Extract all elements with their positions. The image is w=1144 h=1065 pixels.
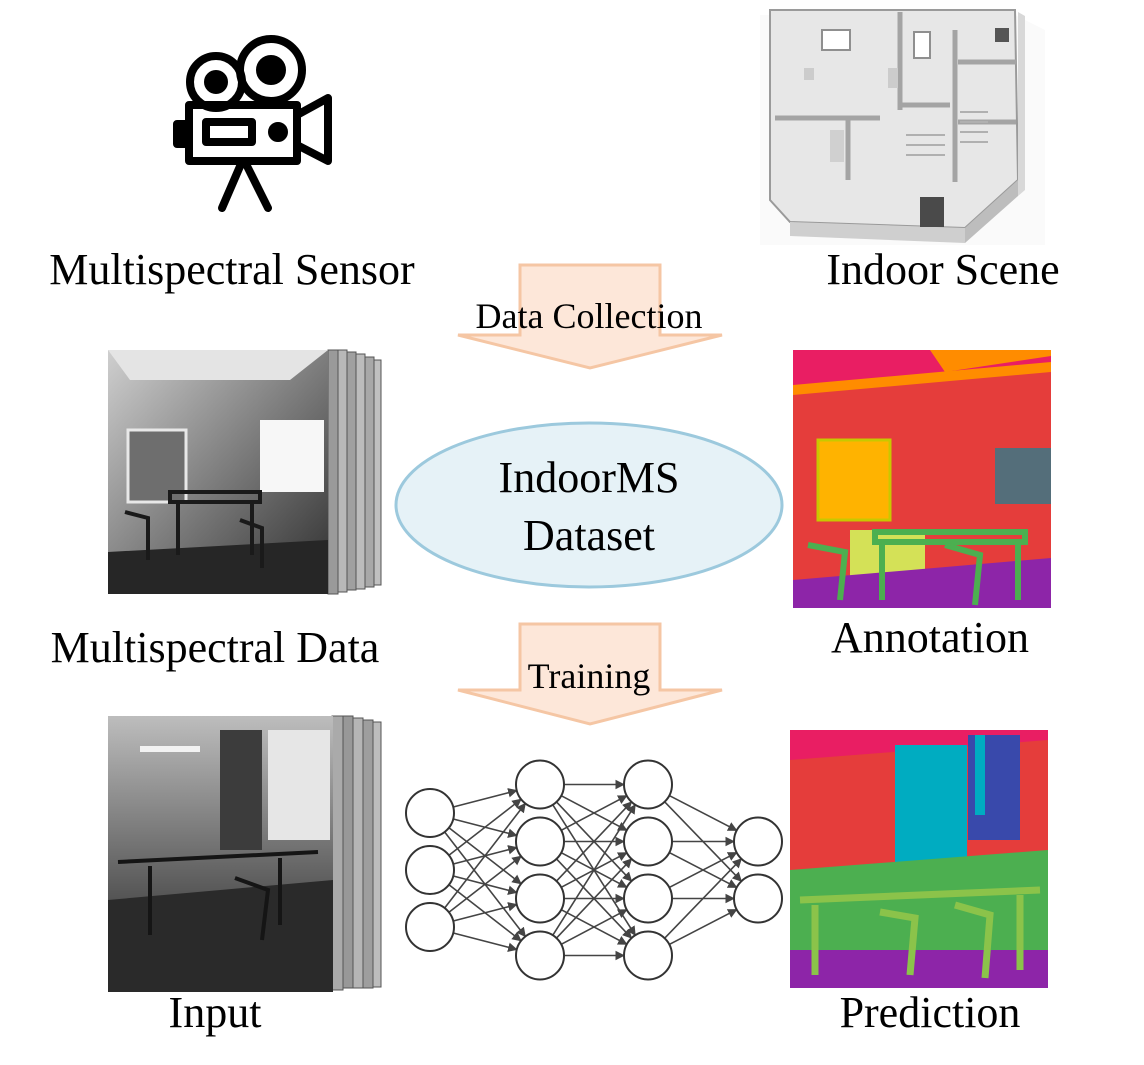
network-edge	[664, 858, 743, 939]
network-edges	[444, 779, 743, 961]
indoorms-dataset-ellipse: IndoorMS Dataset	[394, 421, 784, 589]
network-edge	[555, 801, 633, 882]
data-collection-arrow-shape	[457, 263, 723, 370]
network-edge	[552, 803, 636, 936]
data-collection-arrow: Data Collection	[457, 263, 723, 370]
neural-network	[405, 759, 783, 981]
network-node	[515, 873, 565, 924]
network-edge	[555, 858, 633, 939]
network-edge	[668, 794, 738, 832]
network-node	[733, 816, 783, 867]
training-label: Training	[528, 656, 651, 696]
video-camera-icon	[173, 35, 332, 212]
network-edge	[560, 794, 628, 832]
network-edge	[448, 798, 522, 856]
multispectral-data-image	[108, 349, 382, 595]
network-edge	[453, 902, 518, 922]
network-node	[623, 930, 673, 981]
annotation-label: Annotation	[831, 613, 1029, 662]
network-edge	[448, 855, 522, 913]
network-edge	[444, 802, 526, 909]
training-arrow-shape	[457, 622, 723, 726]
network-edge	[560, 908, 628, 946]
network-node	[515, 816, 565, 867]
annotation-image	[793, 350, 1051, 608]
data-collection-label: Data Collection	[476, 296, 703, 336]
network-node	[405, 845, 455, 895]
training-arrow: Training	[457, 622, 723, 726]
network-edge	[453, 788, 518, 808]
dataset-word: Dataset	[523, 511, 655, 560]
dataset-name: IndoorMS	[499, 453, 680, 502]
network-edge	[453, 932, 518, 952]
sensor-label: Multispectral Sensor	[49, 245, 415, 294]
network-node	[405, 788, 455, 838]
network-node	[733, 873, 783, 924]
network-node	[515, 759, 565, 810]
multispectral-data-label: Multispectral Data	[51, 623, 380, 672]
network-node	[405, 902, 455, 952]
prediction-image	[790, 730, 1048, 988]
scene-label: Indoor Scene	[826, 245, 1059, 294]
network-node	[623, 873, 673, 924]
network-node	[623, 759, 673, 810]
network-node	[623, 816, 673, 867]
input-image	[108, 715, 382, 992]
prediction-label: Prediction	[840, 988, 1021, 1037]
network-node	[515, 930, 565, 981]
network-nodes	[405, 759, 783, 981]
floor-plan-icon	[760, 9, 1045, 245]
network-edge	[668, 908, 738, 946]
network-edge	[668, 851, 738, 889]
input-label: Input	[169, 988, 262, 1037]
